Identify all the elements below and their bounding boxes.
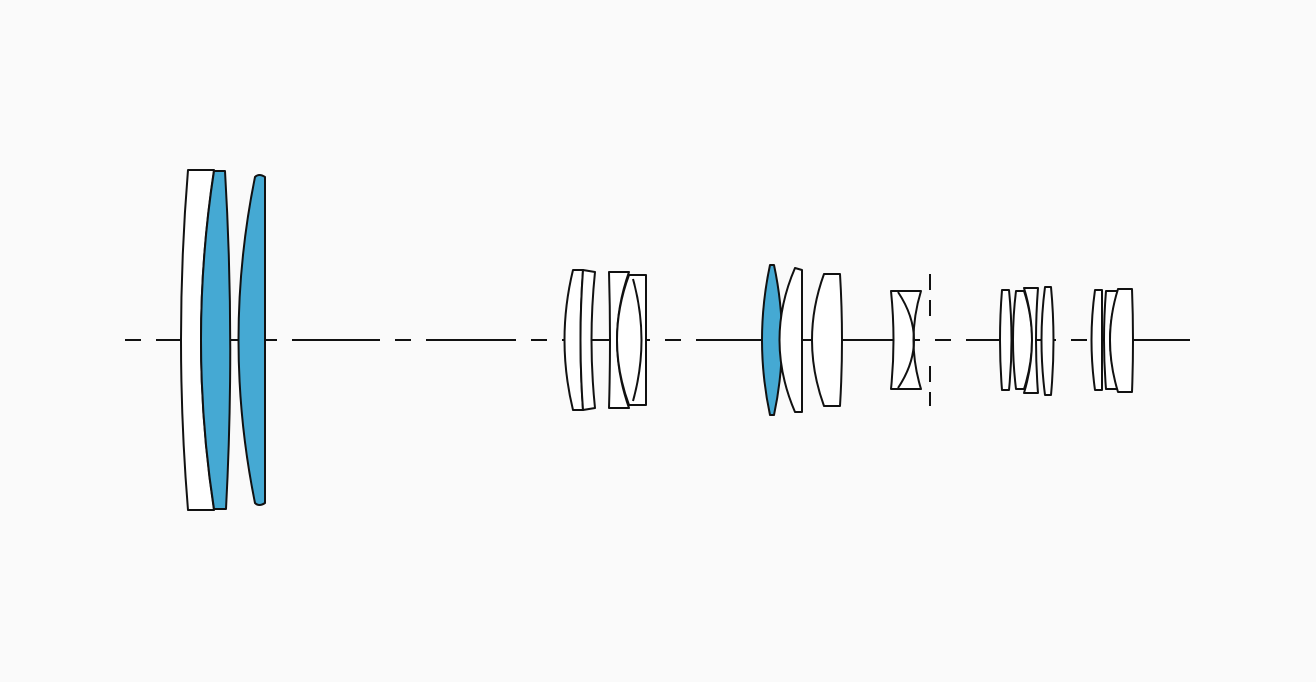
group-4	[890, 290, 922, 390]
group-2	[563, 269, 647, 411]
group6-element-1	[1090, 289, 1103, 391]
group5-element-3	[1023, 287, 1039, 394]
group4-element-1	[890, 290, 922, 390]
front-element-3	[237, 174, 266, 506]
group3-element-1	[761, 264, 783, 416]
group2-element-2	[579, 269, 596, 411]
front-element-2	[200, 170, 232, 510]
group6-element-3	[1109, 288, 1134, 393]
group3-element-2	[778, 267, 803, 413]
group-5	[999, 286, 1055, 396]
group-6	[1090, 288, 1134, 393]
group3-element-3	[811, 273, 843, 407]
group5-element-4	[1040, 286, 1055, 396]
group4-element-inner	[897, 291, 915, 389]
front-group	[180, 169, 266, 511]
group-3	[761, 264, 843, 416]
group5-element-1	[999, 289, 1013, 391]
group2-element-inner	[632, 278, 643, 402]
